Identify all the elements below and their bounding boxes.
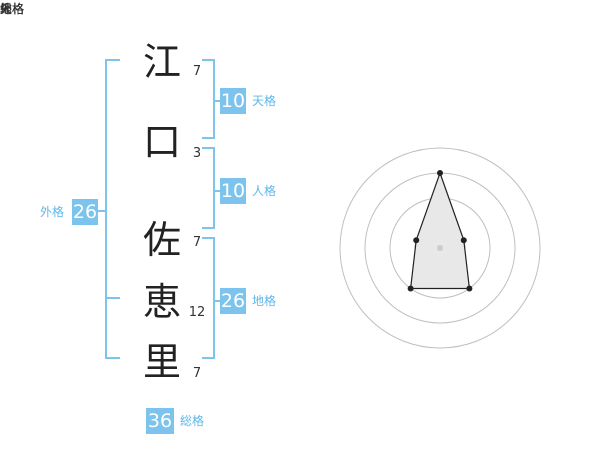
radar-points — [407, 170, 473, 292]
gaikaku-value: 26 — [72, 199, 98, 225]
radar-ring-4 — [339, 147, 541, 349]
jinkaku-label: 人格 — [252, 184, 277, 198]
radar-polygon — [409, 171, 471, 290]
chikaku-bracket — [202, 237, 215, 359]
radar-axis-label-tenkaku: 天格 — [0, 2, 25, 16]
name-char-1: 江 — [142, 40, 181, 84]
tenkaku-value: 10 — [220, 88, 246, 114]
radar-axis-label-chikaku: 地格 — [0, 2, 25, 16]
name-char-5: 里 — [142, 340, 181, 384]
name-char-4: 恵 — [142, 280, 181, 324]
gaikaku-bracket — [105, 59, 120, 359]
radar-axis-label-jinkaku: 人格 — [0, 2, 25, 16]
gaikaku-label: 外格 — [40, 205, 65, 219]
radar-point-3 — [407, 285, 414, 292]
chikaku-label: 地格 — [252, 294, 277, 308]
radar-axis-label-soukaku: 総格 — [0, 2, 25, 16]
fortune-radar-chart — [339, 147, 541, 349]
chikaku-value: 26 — [220, 288, 246, 314]
radar-point-2 — [466, 285, 473, 292]
radar-center-dot — [437, 245, 443, 251]
radar-point-0 — [437, 170, 443, 176]
stroke-count-2: 3 — [192, 146, 202, 161]
stroke-count-3: 7 — [192, 235, 202, 250]
soukaku-label: 総格 — [180, 414, 205, 428]
name-char-2: 口 — [142, 120, 181, 164]
jinkaku-bracket — [202, 147, 215, 229]
stroke-count-4: 12 — [188, 305, 206, 320]
stroke-count-1: 7 — [192, 64, 202, 79]
name-char-3: 佐 — [142, 218, 181, 262]
tenkaku-bracket — [202, 59, 215, 139]
tenkaku-label: 天格 — [252, 94, 277, 108]
radar-axis-label-gaikaku: 外格 — [0, 2, 25, 16]
jinkaku-value: 10 — [220, 178, 246, 204]
radar-point-1 — [460, 237, 467, 244]
soukaku-value: 36 — [146, 408, 174, 434]
radar-point-4 — [413, 237, 420, 244]
stroke-count-5: 7 — [192, 366, 202, 381]
